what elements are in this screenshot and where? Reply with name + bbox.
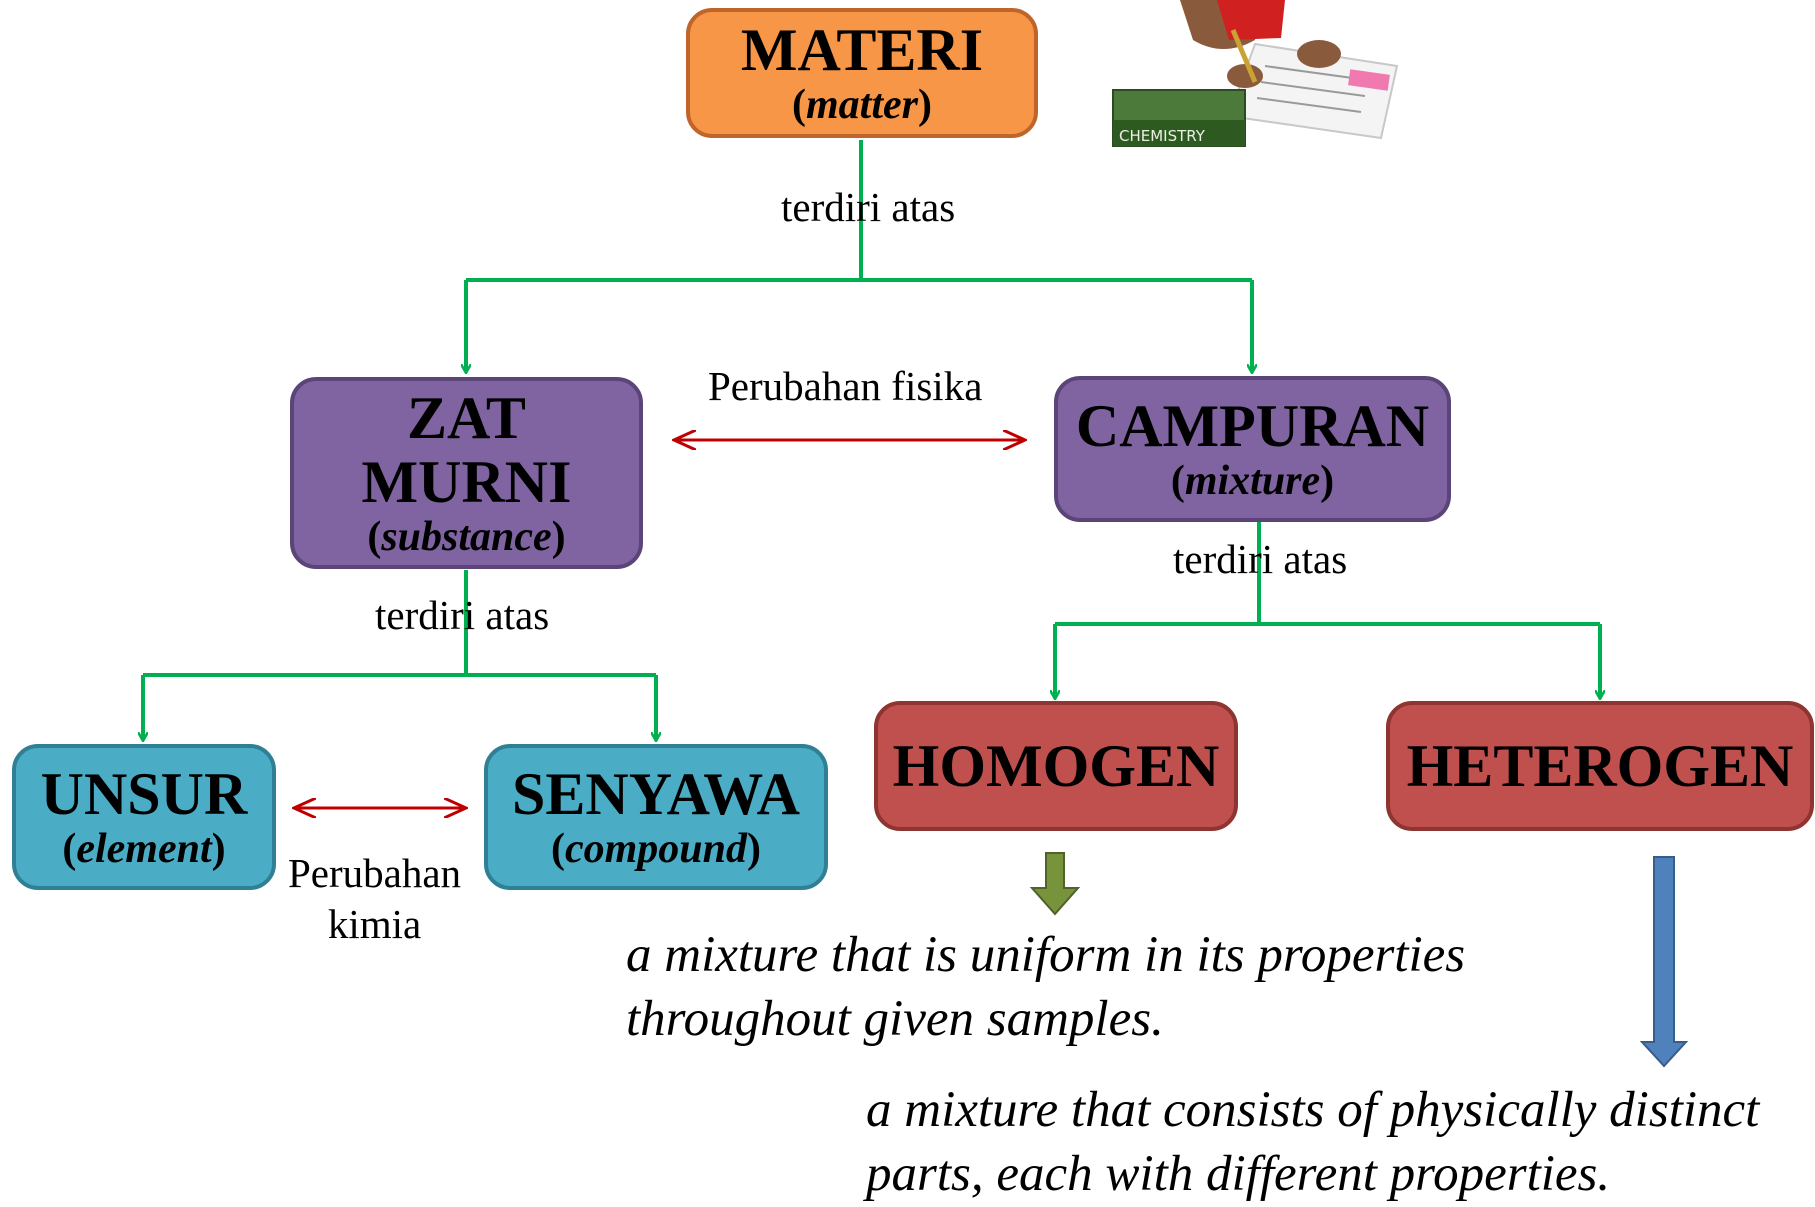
heterogen-description-line2: parts, each with different properties. (866, 1145, 1611, 1202)
campuran-title: CAMPURAN (1075, 392, 1430, 459)
campuran-subtitle: (mixture) (1170, 457, 1335, 504)
node-campuran: CAMPURAN (mixture) (1054, 376, 1451, 522)
homogen-title: HOMOGEN (892, 732, 1220, 799)
heterogen-description-line1: a mixture that consists of physically di… (866, 1082, 1760, 1138)
label-materi-consists: terdiri atas (781, 184, 956, 230)
zat-murni-subtitle: (substance) (367, 514, 566, 561)
unsur-subtitle: (element) (62, 825, 226, 872)
node-unsur: UNSUR (element) (12, 744, 276, 890)
homogen-description: a mixture that is uniform in its propert… (626, 924, 1465, 1052)
chemistry-student-clipart: CHEMISTRY (1112, 0, 1399, 147)
label-campuran-consists: terdiri atas (1173, 536, 1348, 582)
materi-subtitle: (matter) (792, 81, 932, 128)
book-label: CHEMISTRY (1119, 127, 1206, 145)
node-senyawa: SENYAWA (compound) (484, 744, 828, 890)
homogen-description-line2: throughout given samples. (626, 990, 1164, 1047)
node-homogen: HOMOGEN (874, 701, 1238, 831)
homogen-description-line1: a mixture that is uniform in its propert… (626, 927, 1466, 983)
label-chemical-change: Perubahan kimia (288, 848, 461, 951)
materi-title: MATERI (740, 16, 984, 83)
senyawa-title: SENYAWA (512, 760, 800, 827)
heterogen-description: a mixture that consists of physically di… (866, 1079, 1759, 1207)
zat-murni-title-line2: MURNI (361, 449, 572, 516)
heterogen-title: HETEROGEN (1406, 732, 1794, 799)
zat-murni-title-line1: ZAT (407, 384, 526, 451)
unsur-title: UNSUR (40, 760, 248, 827)
node-materi: MATERI (matter) (686, 8, 1038, 138)
label-physical-change: Perubahan fisika (708, 363, 983, 409)
label-chemical-change-line2: kimia (327, 901, 422, 948)
label-chemical-change-line1: Perubahan (288, 850, 462, 896)
heterogen-down-arrow (1639, 856, 1689, 1068)
homogen-down-arrow (1029, 852, 1081, 916)
senyawa-subtitle: (compound) (550, 825, 762, 872)
label-zat-consists: terdiri atas (375, 592, 550, 638)
node-heterogen: HETEROGEN (1386, 701, 1814, 831)
node-zat-murni: ZAT MURNI (substance) (290, 377, 643, 569)
